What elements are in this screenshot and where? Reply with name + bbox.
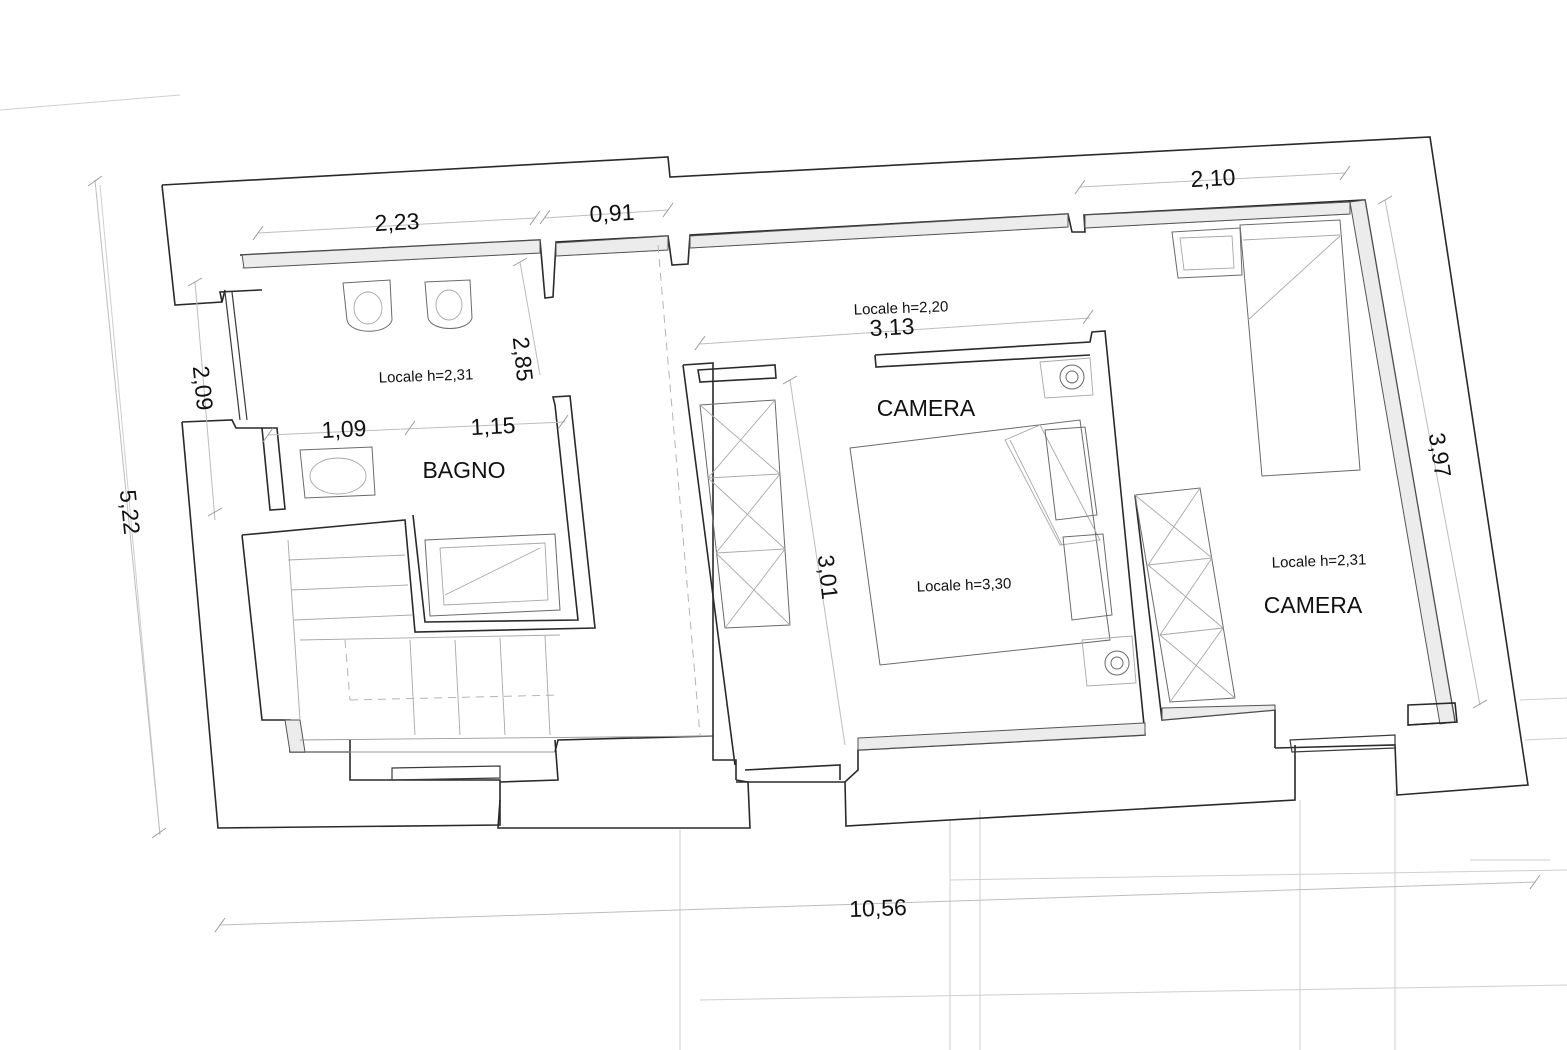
dim-camera2-height: 3,97 <box>1424 431 1457 479</box>
armchair <box>1171 227 1243 279</box>
label-bagno: BAGNO <box>422 457 505 483</box>
label-camera2-height: Locale h=2,31 <box>1271 551 1366 571</box>
bedside-lamp-bottom <box>1081 635 1137 687</box>
label-camera-2: CAMERA <box>1264 592 1363 618</box>
sink-fixture <box>299 446 376 499</box>
dashed-lines <box>344 244 701 736</box>
label-camera-1: CAMERA <box>877 395 976 421</box>
bedside-lamp-top <box>1039 357 1094 399</box>
interior-walls <box>219 199 1458 800</box>
exterior-wall <box>161 136 1529 829</box>
label-bagno-height: Locale h=2,31 <box>378 366 473 386</box>
dim-left-window: 2,09 <box>188 364 219 411</box>
staircase <box>287 539 561 736</box>
bathtub-fixture <box>424 533 561 617</box>
toilet-fixture <box>424 279 473 329</box>
single-bed <box>1239 219 1361 477</box>
label-corridor-height: Locale h=2,20 <box>853 298 948 318</box>
dim-door-width: 0,91 <box>589 199 635 227</box>
dim-overall-height: 5,22 <box>115 488 146 535</box>
double-bed <box>849 419 1113 666</box>
wardrobe-corridor <box>699 399 791 629</box>
bidet-fixture <box>342 279 393 332</box>
construction-guides <box>0 94 1567 1050</box>
dim-bagno-height: 2,85 <box>508 335 539 382</box>
label-camera1-height: Locale h=3,30 <box>916 575 1011 595</box>
dim-bagno-bath: 1,15 <box>470 412 516 440</box>
dimension-lines <box>87 165 1541 933</box>
dim-camera1-width: 3,13 <box>869 313 915 341</box>
dim-camera2-top: 2,10 <box>1190 164 1236 192</box>
dim-bagno-width: 2,23 <box>374 208 420 236</box>
wardrobe-camera <box>1134 487 1236 703</box>
dim-bagno-sink: 1,09 <box>321 415 367 443</box>
dim-camera1-height: 3,01 <box>813 553 844 600</box>
dim-overall-width: 10,56 <box>849 894 907 922</box>
